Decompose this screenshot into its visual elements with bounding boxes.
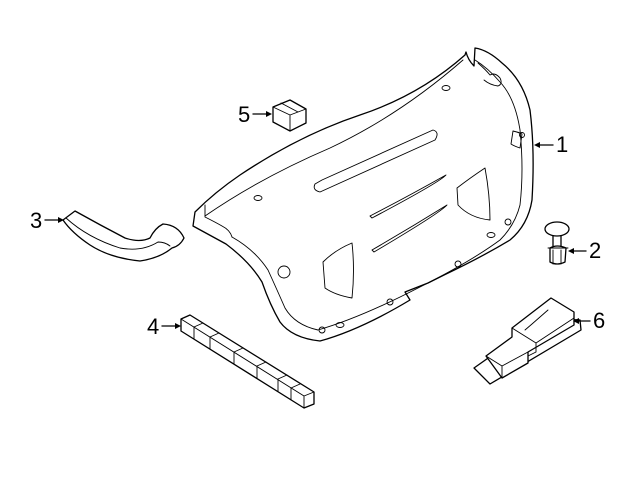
bumper-block-part[interactable] bbox=[272, 99, 307, 132]
trim-panel-part[interactable] bbox=[192, 47, 534, 342]
callout-3: 3 bbox=[30, 208, 64, 233]
callout-label-1: 1 bbox=[556, 132, 568, 157]
foam-strip-part[interactable] bbox=[180, 314, 315, 409]
callout-label-5: 5 bbox=[238, 102, 250, 127]
side-trim-part[interactable] bbox=[62, 210, 185, 262]
callout-5: 5 bbox=[238, 102, 272, 127]
push-clip-part[interactable] bbox=[544, 221, 570, 265]
callout-1: 1 bbox=[534, 132, 568, 157]
callout-label-3: 3 bbox=[30, 208, 42, 233]
callout-4: 4 bbox=[147, 314, 181, 339]
callout-2: 2 bbox=[568, 238, 601, 263]
callout-label-4: 4 bbox=[147, 314, 159, 339]
callout-6: 6 bbox=[573, 308, 605, 333]
lamp-housing-part[interactable] bbox=[473, 297, 582, 385]
callout-label-6: 6 bbox=[593, 308, 605, 333]
callout-label-2: 2 bbox=[589, 238, 601, 263]
